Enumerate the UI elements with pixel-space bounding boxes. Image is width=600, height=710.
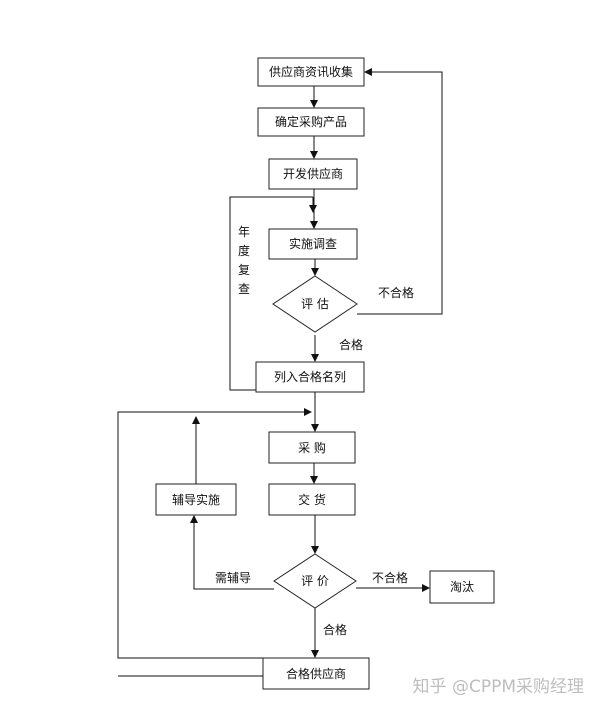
node-rate: 评 价 [273, 553, 357, 609]
label-need-coaching: 需辅导 [215, 571, 251, 585]
node-eliminate: 淘汰 [429, 570, 495, 604]
node-evaluate: 评 估 [272, 275, 358, 333]
svg-text:评 价: 评 价 [301, 574, 329, 588]
arrow-fail-to-collect [357, 68, 443, 315]
svg-text:实施调查: 实施调查 [289, 236, 337, 251]
svg-text:开发供应商: 开发供应商 [283, 166, 343, 181]
svg-text:度: 度 [238, 243, 250, 258]
svg-text:年: 年 [238, 225, 250, 239]
node-qualified: 合格供应商 [262, 657, 370, 690]
node-confirm: 确定采购产品 [257, 107, 365, 137]
node-develop: 开发供应商 [268, 158, 358, 190]
svg-text:列入合格名列: 列入合格名列 [274, 369, 346, 384]
svg-text:供应商资讯收集: 供应商资讯收集 [269, 64, 353, 79]
node-collect: 供应商资讯收集 [257, 57, 365, 87]
svg-text:评 估: 评 估 [301, 297, 329, 311]
svg-text:合格供应商: 合格供应商 [286, 666, 346, 681]
label-fail-bottom: 不合格 [372, 570, 408, 585]
svg-text:淘汰: 淘汰 [450, 580, 474, 594]
label-pass-bottom: 合格 [323, 622, 347, 637]
svg-text:交 货: 交 货 [298, 492, 326, 507]
svg-text:查: 查 [238, 282, 250, 296]
node-purchase: 采 购 [268, 431, 356, 464]
svg-text:复: 复 [238, 263, 250, 277]
label-annual-review: 年 度 复 查 [238, 225, 250, 296]
svg-text:确定采购产品: 确定采购产品 [275, 114, 347, 129]
node-list: 列入合格名列 [255, 361, 365, 393]
arrow-rate-coaching [190, 515, 274, 590]
label-pass-top: 合格 [339, 337, 363, 352]
svg-text:辅导实施: 辅导实施 [172, 492, 220, 507]
svg-text:采 购: 采 购 [298, 440, 326, 455]
arrow-qualified-loop [117, 408, 312, 659]
node-delivery: 交 货 [268, 483, 356, 516]
arrow-annual-review [229, 196, 313, 391]
watermark-text: 知乎 @CPPM采购经理 [413, 677, 584, 697]
node-coaching: 辅导实施 [155, 483, 237, 516]
label-fail-top: 不合格 [378, 285, 414, 300]
node-survey: 实施调查 [268, 228, 358, 260]
